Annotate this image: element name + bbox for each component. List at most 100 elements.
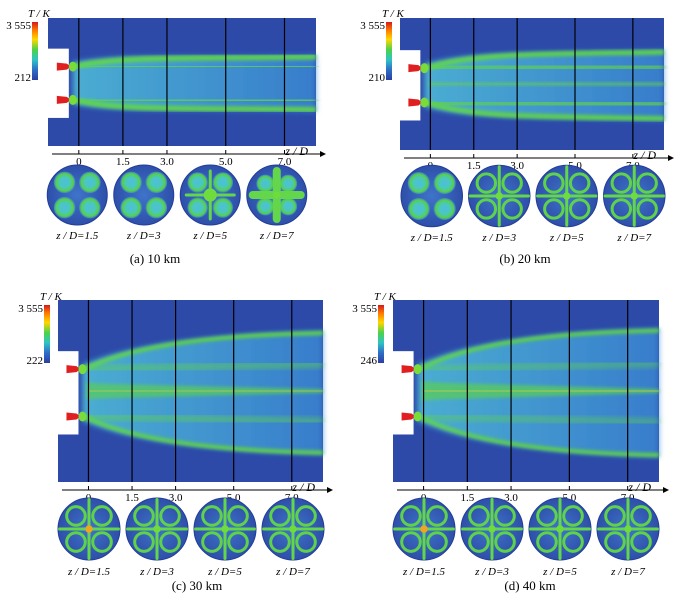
jet-core-1 [426,60,665,74]
lobe-3 [120,196,142,219]
nozzle-1 [401,365,416,374]
lobe-3 [468,531,490,553]
colorbar-title: T / K [374,291,396,303]
cross-section-label-3: z / D=5 [192,230,227,242]
lobe-4 [433,197,456,220]
colorbar [378,305,384,363]
lobe-2 [145,171,168,194]
section-disc [113,164,175,226]
lobe-1 [407,172,430,195]
cross-section-3 [528,497,592,561]
lobe-3 [256,197,275,216]
lobe-2 [501,172,523,194]
lobe-4 [79,196,101,219]
lobe-3 [604,531,626,553]
cross-section-label-1: z / D=1.5 [67,566,110,578]
rocket-base [393,351,414,435]
colorbar [32,22,38,80]
z-axis-label: z / D [291,480,315,494]
section-core [630,192,638,200]
z-axis-label: z / D [627,480,651,494]
lobe-3 [201,531,223,553]
lobe-3 [400,531,422,553]
lobe-4 [630,531,652,553]
cross-section-3 [193,497,257,561]
nozzle-exit-2 [68,94,77,105]
tick-label-1: 1.5 [125,492,139,504]
lobe-2 [568,172,591,194]
colorbar-min-label: 246 [361,355,378,367]
lobe-3 [543,198,565,220]
lobe-1 [269,505,291,527]
jet-core-2 [426,97,665,111]
lobe-1 [65,505,87,527]
nozzle-2 [56,95,71,104]
section-core [624,525,632,533]
z-axis-arrow [668,155,674,161]
lobe-4 [145,196,168,219]
panel-b: T / K3 55521001.53.05.07.0z / Dz / D=1.5… [360,8,674,266]
panel-caption: (a) 10 km [130,251,181,266]
cross-section-2 [125,497,189,561]
jet-core-2 [74,93,317,108]
tick-label-1: 1.5 [460,492,474,504]
z-axis-arrow [327,487,333,493]
z-axis-arrow [663,487,669,493]
lobe-4 [501,198,523,220]
cross-section-1 [400,164,463,228]
lobe-4 [227,531,249,553]
nozzle-1 [66,365,81,374]
cross-section-label-2: z / D=3 [139,566,174,578]
lobe-3 [407,197,430,220]
colorbar [386,22,392,80]
lobe-3 [269,531,291,553]
cross-section-label-4: z / D=7 [616,232,651,244]
panel-c: T / K3 55522201.53.05.07.0z / Dz / D=1.5… [18,291,333,593]
lobe-2 [433,172,456,195]
lobe-4 [426,531,448,553]
lobe-4 [91,531,113,553]
lobe-2 [159,505,181,527]
colorbar-min-label: 212 [15,72,32,84]
colorbar-max-label: 3 555 [18,303,43,315]
section-core [563,192,571,200]
lobe-2 [91,505,113,527]
jet-core-2 [419,413,660,426]
cross-section-2 [468,164,531,228]
lobe-1 [53,171,76,194]
cross-section-1 [46,164,108,226]
lobe-4 [159,531,181,553]
lobe-2 [279,174,298,193]
cross-section-label-4: z / D=7 [259,230,294,242]
nozzle-exit-1 [78,364,87,375]
lobe-2 [212,172,234,193]
lobe-4 [636,198,658,220]
jet-core-1 [74,59,317,74]
temperature-field [48,18,317,146]
cross-section-2 [460,497,524,561]
lobe-4 [494,531,516,553]
section-core [221,525,229,533]
lobe-3 [475,198,498,220]
lobe-2 [630,505,652,527]
section-core [495,192,503,200]
panel-caption: (c) 30 km [172,578,223,593]
lobe-1 [604,505,626,527]
lobe-2 [295,505,317,527]
lobe-3 [610,198,633,220]
lobe-3 [187,197,208,218]
lobe-1 [468,505,490,527]
colorbar-max-label: 3 555 [360,20,385,32]
section-core [203,188,217,202]
rocket-base [48,48,69,118]
section-core [153,525,161,533]
nozzle-exit-2 [420,97,429,108]
lobe-2 [494,505,516,527]
lobe-1 [610,172,633,194]
panel-d: T / K3 55524601.53.05.07.0z / Dz / D=1.5… [352,291,669,593]
jet-core-2 [84,412,324,425]
jet-core-1 [84,360,324,373]
lobe-1 [543,172,565,194]
cross-section-3 [535,164,598,228]
